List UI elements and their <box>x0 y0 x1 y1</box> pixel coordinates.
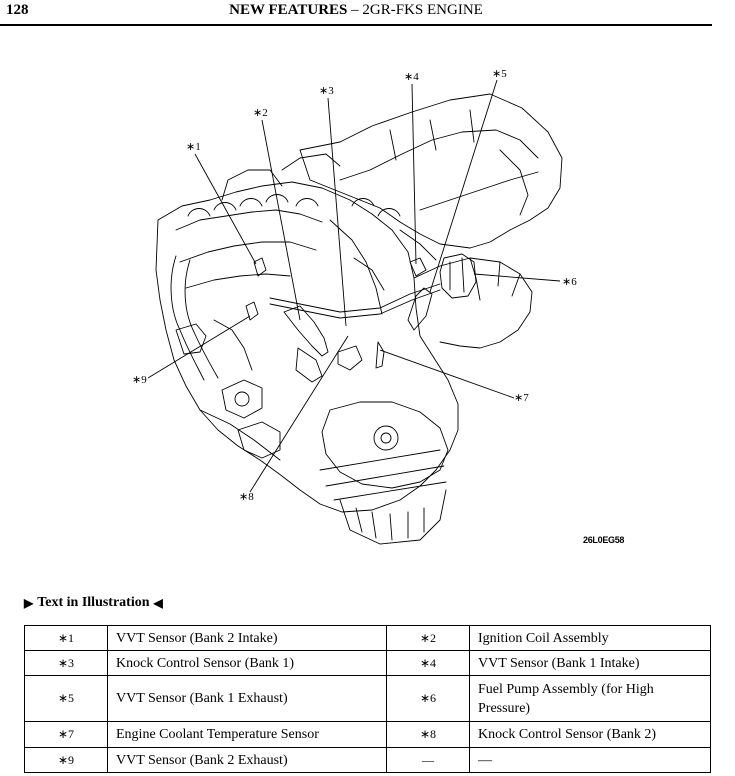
callout-7: ∗7 <box>514 392 529 404</box>
table-cell-number: ∗8 <box>386 721 470 748</box>
table-row: ∗3 Knock Control Sensor (Bank 1) ∗4 VVT … <box>24 650 711 676</box>
header-rule <box>0 24 712 26</box>
table-row: ∗7 Engine Coolant Temperature Sensor ∗8 … <box>24 721 711 748</box>
callout-3: ∗3 <box>319 85 334 97</box>
table-cell-number: ∗3 <box>24 650 108 676</box>
table-row: ∗5 VVT Sensor (Bank 1 Exhaust) ∗6 Fuel P… <box>24 675 711 722</box>
callout-8: ∗8 <box>239 491 254 503</box>
triangle-left-icon: ◀ <box>153 595 163 610</box>
page-header: 128 NEW FEATURES – 2GR-FKS ENGINE <box>0 0 712 26</box>
legend-table: ∗1 VVT Sensor (Bank 2 Intake) ∗2 Ignitio… <box>24 625 711 773</box>
table-cell-description: Knock Control Sensor (Bank 2) <box>469 721 711 748</box>
callout-6: ∗6 <box>562 276 577 288</box>
page-title: NEW FEATURES – 2GR-FKS ENGINE <box>0 2 712 19</box>
table-cell-number: — <box>386 747 470 773</box>
callout-9: ∗9 <box>132 374 147 386</box>
table-cell-description: Ignition Coil Assembly <box>469 625 711 651</box>
table-cell-number: ∗6 <box>386 675 470 722</box>
page-title-bold: NEW FEATURES <box>229 2 348 18</box>
table-cell-number: ∗4 <box>386 650 470 676</box>
callout-5: ∗5 <box>492 68 507 80</box>
table-cell-number: ∗9 <box>24 747 108 773</box>
page-number: 128 <box>6 2 29 18</box>
table-cell-description: VVT Sensor (Bank 1 Exhaust) <box>107 675 387 722</box>
table-cell-description: Knock Control Sensor (Bank 1) <box>107 650 387 676</box>
engine-illustration: ∗1 ∗2 ∗3 ∗4 ∗5 ∗6 ∗7 ∗8 ∗9 <box>132 68 577 545</box>
section-heading: ▶ Text in Illustration ◀ <box>24 595 163 611</box>
table-cell-description: VVT Sensor (Bank 2 Exhaust) <box>107 747 387 773</box>
table-cell-description: Fuel Pump Assembly (for High Pressure) <box>469 675 711 722</box>
table-row: ∗9 VVT Sensor (Bank 2 Exhaust) — — <box>24 747 711 773</box>
callout-2: ∗2 <box>253 107 268 119</box>
table-row: ∗1 VVT Sensor (Bank 2 Intake) ∗2 Ignitio… <box>24 625 711 651</box>
table-cell-description: VVT Sensor (Bank 2 Intake) <box>107 625 387 651</box>
table-cell-number: ∗2 <box>386 625 470 651</box>
section-title: Text in Illustration <box>37 595 150 610</box>
callout-1: ∗1 <box>186 141 201 153</box>
table-cell-description: — <box>469 747 711 773</box>
triangle-right-icon: ▶ <box>24 595 34 610</box>
callout-4: ∗4 <box>404 71 419 83</box>
table-cell-number: ∗5 <box>24 675 108 722</box>
page-title-rest: – 2GR-FKS ENGINE <box>347 2 483 18</box>
table-cell-number: ∗1 <box>24 625 108 651</box>
table-cell-number: ∗7 <box>24 721 108 748</box>
table-cell-description: VVT Sensor (Bank 1 Intake) <box>469 650 711 676</box>
table-cell-description: Engine Coolant Temperature Sensor <box>107 721 387 748</box>
illustration-code: 26L0EG58 <box>583 535 625 545</box>
